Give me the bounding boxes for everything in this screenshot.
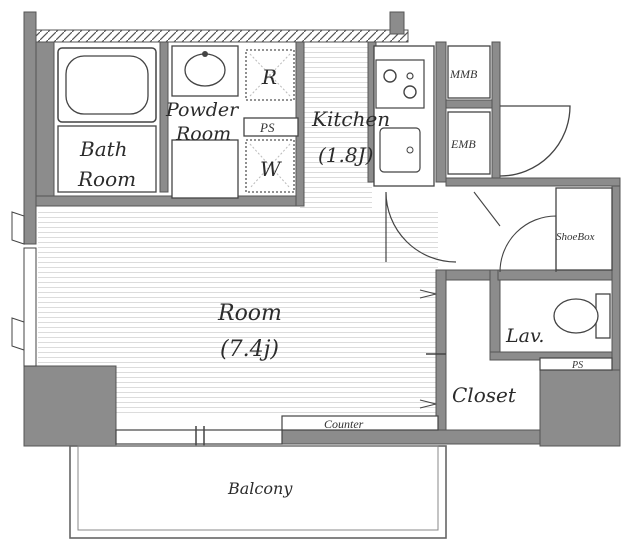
- bath-floor: [57, 125, 157, 193]
- stove-icon: [375, 59, 425, 109]
- mmb-label: MMB: [449, 67, 478, 81]
- lav-door: [499, 215, 557, 273]
- emb-box: [447, 111, 491, 175]
- closet-label: Closet: [452, 383, 517, 407]
- powder-room-label-1: Powder: [165, 99, 240, 121]
- ps-box-powder: [243, 117, 299, 137]
- balcony-label: Balcony: [227, 479, 293, 498]
- ps-lav-label: PS: [571, 360, 583, 371]
- counter-label: Counter: [324, 417, 364, 431]
- bath-room-label-1: Bath: [79, 137, 128, 161]
- emb-label: EMB: [450, 137, 476, 151]
- bath-room-label-2: Room: [77, 167, 136, 191]
- kitchen-floor: [300, 44, 372, 214]
- washer-label: W: [260, 157, 282, 181]
- powder-room-label-2: Room: [175, 123, 231, 145]
- balcony: [69, 445, 447, 539]
- ps-powder-label: PS: [259, 120, 275, 135]
- counter-strip: [281, 415, 439, 431]
- shoebox-label: ShoeBox: [556, 231, 595, 243]
- shoebox: [555, 187, 613, 271]
- room-size-label: (7.4j): [220, 337, 279, 362]
- lav-label: Lav.: [505, 325, 544, 347]
- kitchen-sink-icon: [379, 127, 421, 173]
- kitchen-size-label: (1.8J): [318, 143, 373, 167]
- sink-icon: [184, 53, 226, 87]
- refrigerator-label: R: [261, 65, 277, 89]
- balcony-window: [115, 429, 283, 445]
- room-label: Room: [217, 301, 282, 326]
- kitchen-door: [385, 191, 457, 263]
- walls: [23, 11, 621, 447]
- kitchen-label: Kitchen: [311, 107, 390, 131]
- toilet-bowl: [553, 298, 599, 334]
- mmb-box: [447, 45, 491, 99]
- ps-box-lav: [539, 357, 613, 371]
- entry-door: [499, 105, 571, 177]
